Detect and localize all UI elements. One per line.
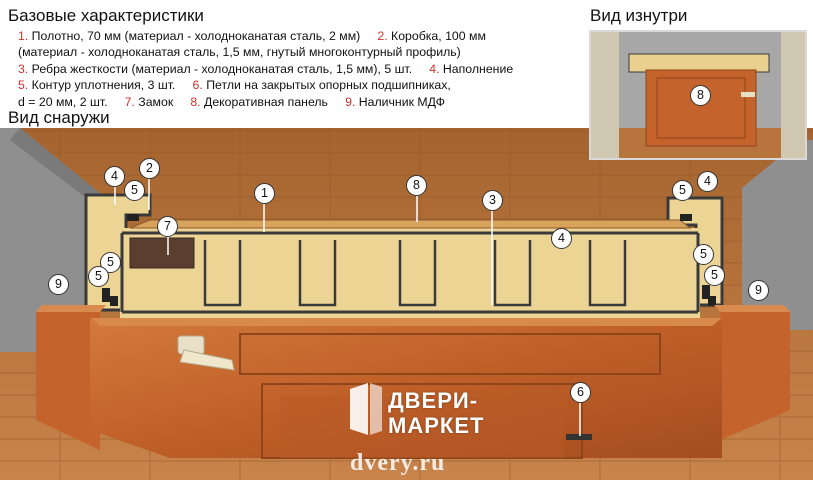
spec-number: 7.	[124, 94, 135, 109]
spec-text: Полотно, 70 мм (материал - холодноканата…	[28, 29, 361, 43]
door-handle	[177, 335, 235, 371]
callout-9-left: 9	[48, 274, 69, 295]
spec-line: 1. Полотно, 70 мм (материал - холоднокан…	[18, 28, 578, 44]
callout-5-c: 5	[88, 266, 109, 287]
spec-text: Коробка, 100 мм	[387, 29, 486, 43]
door-panel-lower	[261, 383, 583, 459]
spec-number: 8.	[190, 94, 201, 109]
spec-number: 3.	[18, 61, 29, 76]
website-watermark: dvery.ru	[350, 450, 446, 476]
view-inside-title: Вид изнутри	[590, 6, 688, 25]
callout-6: 6	[570, 382, 591, 403]
door-panel-upper	[239, 333, 661, 375]
callout-leaders	[114, 178, 581, 436]
dveri-market-logo-icon	[350, 383, 382, 435]
spec-line: 5. Контур уплотнения, 3 шт. 6. Петли на …	[18, 77, 578, 93]
spec-text: Декоративная панель	[200, 94, 328, 109]
spec-text: Наличник МДФ	[355, 94, 446, 109]
spec-line: d = 20 мм, 2 шт. 7. Замок 8. Декоративна…	[18, 94, 578, 110]
spec-line: (материал - холодноканатая сталь, 1,5 мм…	[18, 44, 578, 60]
spec-text: Замок	[134, 94, 174, 109]
callout-4-left: 4	[104, 166, 125, 187]
door-leaf-section	[120, 228, 700, 318]
lock-body	[130, 238, 194, 268]
spec-text: (материал - холодноканатая сталь, 1,5 мм…	[18, 45, 461, 60]
logo-line-1: ДВЕРИ-	[388, 388, 479, 413]
callout-5-f: 5	[704, 265, 725, 286]
door-face	[90, 318, 722, 458]
callout-5-e: 5	[693, 244, 714, 265]
callout-1: 1	[254, 183, 275, 204]
spec-text: Наполнение	[439, 61, 514, 76]
callout-2: 2	[139, 158, 160, 179]
callout-3: 3	[482, 190, 503, 211]
seals	[102, 214, 716, 306]
spec-text: Ребра жесткости (материал - холодноканат…	[28, 61, 413, 76]
callout-4-right: 4	[697, 171, 718, 192]
trim-left	[36, 312, 100, 450]
spec-number: 1.	[18, 29, 29, 43]
callout-8-inside: 8	[690, 85, 711, 106]
callout-5-a: 5	[124, 180, 145, 201]
spec-number: 9.	[345, 94, 356, 109]
hinge	[566, 434, 592, 440]
spec-text: Петли на закрытых опорных подшипниках,	[202, 78, 451, 93]
logo-line-2: МАРКЕТ	[388, 413, 485, 438]
callout-9-right: 9	[748, 280, 769, 301]
callout-5-d: 5	[672, 180, 693, 201]
decorative-panel-top	[129, 219, 692, 229]
callout-7: 7	[157, 216, 178, 237]
spec-number: 4.	[429, 61, 440, 76]
spec-text: d = 20 мм, 2 шт.	[18, 94, 108, 109]
trim-right	[720, 312, 790, 440]
spec-list: 1. Полотно, 70 мм (материал - холоднокан…	[18, 28, 578, 110]
spec-number: 5.	[18, 78, 29, 93]
callout-8: 8	[406, 175, 427, 196]
page-title: Базовые характеристики	[8, 6, 204, 25]
spec-number: 6.	[192, 78, 203, 93]
view-outside-title: Вид снаружи	[8, 108, 110, 127]
stiffening-ribs	[203, 240, 627, 307]
spec-number: 2.	[377, 29, 388, 43]
spec-text: Контур уплотнения, 3 шт.	[28, 78, 176, 93]
callout-4-middle: 4	[551, 228, 572, 249]
spec-line: 3. Ребра жесткости (материал - холоднока…	[18, 61, 578, 77]
